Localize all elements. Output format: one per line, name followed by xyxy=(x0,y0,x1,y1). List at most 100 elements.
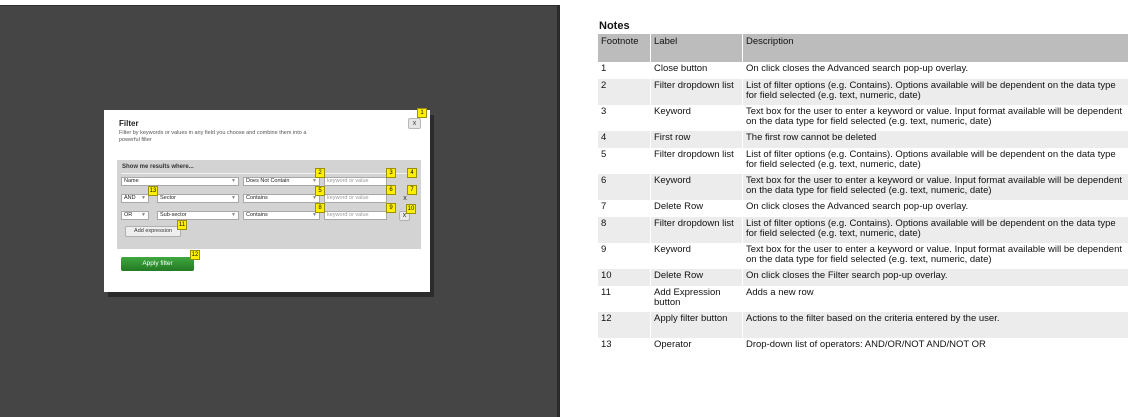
cell-label: Keyword xyxy=(650,105,743,131)
cell-description: On click closes the Advanced search pop-… xyxy=(742,62,1128,79)
cell-label: Delete Row xyxy=(650,200,743,217)
filter-dialog: Filter Filter by keywords or values in a… xyxy=(104,108,430,292)
cell-footnote: 3 xyxy=(597,105,651,131)
cell-footnote: 10 xyxy=(597,269,651,286)
chevron-down-icon: ▼ xyxy=(312,212,317,218)
mockup-panel: Filter Filter by keywords or values in a… xyxy=(0,5,560,417)
cell-label: Operator xyxy=(650,338,743,355)
footnote-marker: 3 xyxy=(386,168,396,178)
field-select[interactable]: Sub-sector▼ xyxy=(157,211,239,220)
condition-select[interactable]: Contains▼ xyxy=(243,194,320,203)
cell-description: Text box for the user to enter a keyword… xyxy=(742,243,1128,269)
field-select[interactable]: Sector▼ xyxy=(157,194,239,203)
footnote-marker: 5 xyxy=(315,186,325,196)
cell-description: Drop-down list of operators: AND/OR/NOT … xyxy=(742,338,1128,355)
cell-description: Text box for the user to enter a keyword… xyxy=(742,174,1128,200)
dialog-subtitle: Filter by keywords or values in any fiel… xyxy=(119,130,307,143)
cell-description: On click closes the Advanced search pop-… xyxy=(742,200,1128,217)
footnote-marker: 10 xyxy=(406,204,416,214)
keyword-input[interactable]: keyword or value xyxy=(324,177,387,186)
show-results-label: Show me results where... xyxy=(122,164,194,170)
footnote-marker: 8 xyxy=(315,203,325,213)
cell-description: The first row cannot be deleted xyxy=(742,131,1128,148)
column-header: Description xyxy=(742,34,1128,62)
cell-description: On click closes the Filter search pop-up… xyxy=(742,269,1128,286)
cell-description: Text box for the user to enter a keyword… xyxy=(742,105,1128,131)
keyword-input[interactable]: keyword or value xyxy=(324,194,387,203)
cell-label: Filter dropdown list xyxy=(650,148,743,174)
notes-title: Notes xyxy=(599,20,630,32)
cell-footnote: 9 xyxy=(597,243,651,269)
dialog-title: Filter xyxy=(119,119,139,128)
footnote-marker: 11 xyxy=(177,220,187,230)
cell-footnote: 4 xyxy=(597,131,651,148)
apply-filter-button[interactable]: Apply filter xyxy=(121,257,194,271)
footnote-marker: 13 xyxy=(148,186,158,196)
cell-footnote: 1 xyxy=(597,62,651,79)
footnote-marker: 4 xyxy=(407,168,417,178)
cell-label: Filter dropdown list xyxy=(650,217,743,243)
cell-description: List of filter options (e.g. Contains). … xyxy=(742,148,1128,174)
cell-footnote: 13 xyxy=(597,338,651,355)
cell-label: Keyword xyxy=(650,174,743,200)
field-select[interactable]: Name▼ xyxy=(121,177,239,186)
chevron-down-icon: ▼ xyxy=(141,212,146,218)
operator-select[interactable]: OR▼ xyxy=(121,211,149,220)
cell-footnote: 8 xyxy=(597,217,651,243)
cell-description: Actions to the filter based on the crite… xyxy=(742,312,1128,338)
chevron-down-icon: ▼ xyxy=(231,195,236,201)
footnote-marker: 12 xyxy=(190,250,200,260)
delete-row-icon[interactable]: x xyxy=(403,195,407,202)
cell-label: Delete Row xyxy=(650,269,743,286)
footnote-marker: 9 xyxy=(386,203,396,213)
cell-description: List of filter options (e.g. Contains). … xyxy=(742,79,1128,105)
cell-label: Close button xyxy=(650,62,743,79)
close-button[interactable]: x xyxy=(408,118,421,129)
condition-select[interactable]: Contains▼ xyxy=(243,211,320,220)
cell-footnote: 12 xyxy=(597,312,651,338)
column-header: Label xyxy=(650,34,743,62)
cell-description: Adds a new row xyxy=(742,286,1128,312)
filter-expression-box: Show me results where... Name▼ Does Not … xyxy=(117,160,421,249)
cell-footnote: 11 xyxy=(597,286,651,312)
cell-footnote: 6 xyxy=(597,174,651,200)
chevron-down-icon: ▼ xyxy=(141,195,146,201)
divider xyxy=(121,173,417,174)
condition-select[interactable]: Does Not Contain▼ xyxy=(243,177,320,186)
cell-label: Apply filter button xyxy=(650,312,743,338)
chevron-down-icon: ▼ xyxy=(231,178,236,184)
cell-footnote: 2 xyxy=(597,79,651,105)
table-header-row: Footnote Label Description xyxy=(597,34,1128,62)
add-expression-button[interactable]: Add expression xyxy=(125,226,181,237)
column-header: Footnote xyxy=(597,34,651,62)
chevron-down-icon: ▼ xyxy=(312,195,317,201)
operator-select[interactable]: AND▼ xyxy=(121,194,149,203)
footnote-marker: 1 xyxy=(417,108,427,118)
cell-label: Filter dropdown list xyxy=(650,79,743,105)
cell-footnote: 5 xyxy=(597,148,651,174)
cell-label: Keyword xyxy=(650,243,743,269)
footnote-marker: 6 xyxy=(386,185,396,195)
cell-label: First row xyxy=(650,131,743,148)
keyword-input[interactable]: keyword or value xyxy=(324,211,387,220)
delete-row-button[interactable]: x xyxy=(399,211,410,221)
chevron-down-icon: ▼ xyxy=(231,212,236,218)
cell-footnote: 7 xyxy=(597,200,651,217)
footnote-marker: 7 xyxy=(407,185,417,195)
cell-label: Add Expression button xyxy=(650,286,743,312)
chevron-down-icon: ▼ xyxy=(312,178,317,184)
